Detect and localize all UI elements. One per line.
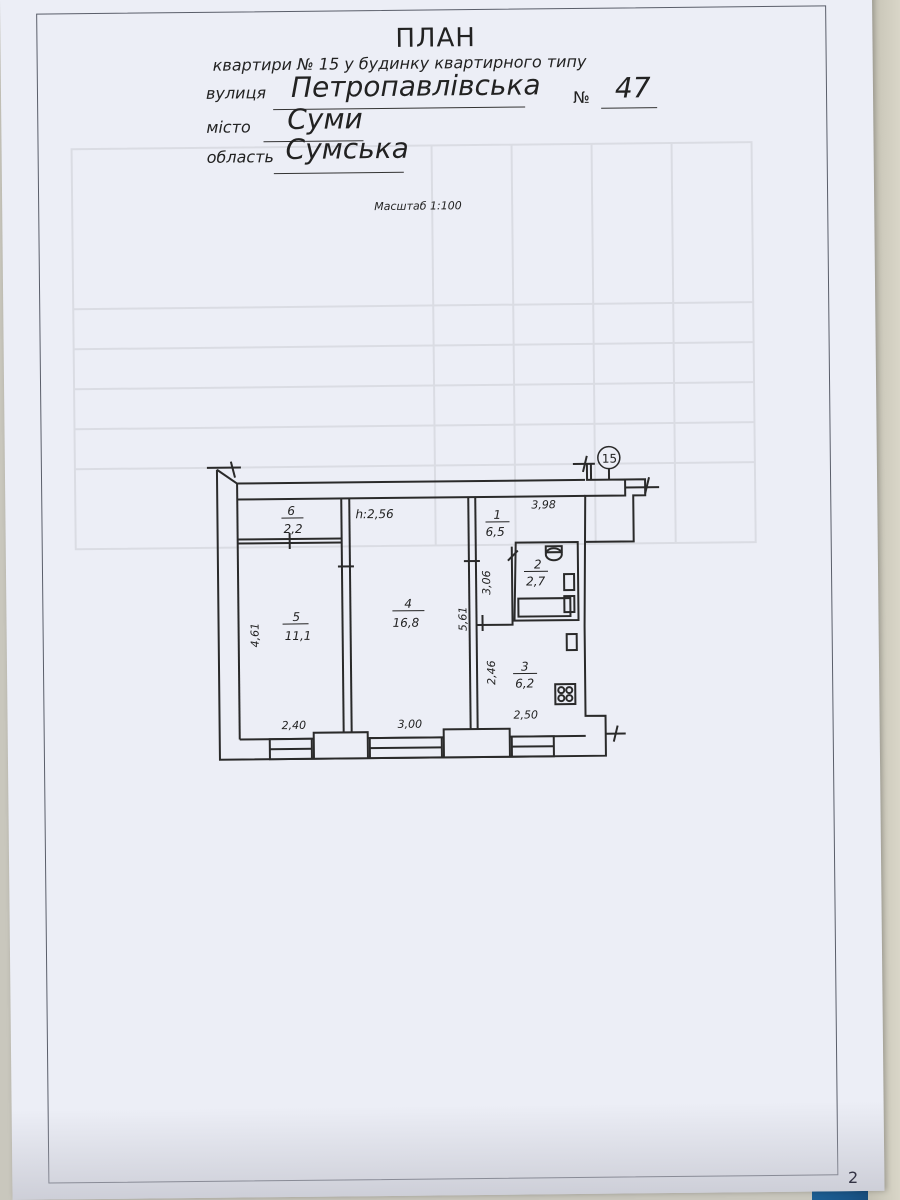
- dim-bottom-left: 2,40: [282, 719, 307, 732]
- page-number: 2: [848, 1168, 859, 1187]
- scan-shadow: [11, 1100, 885, 1200]
- dim-left-height: 4,61: [249, 623, 262, 648]
- apartment-marker: 15: [602, 452, 617, 466]
- dim-top-right: 3,98: [531, 498, 556, 511]
- room-4-number: 4: [404, 597, 412, 611]
- height-label: h:2,56: [355, 507, 394, 521]
- room-5-number: 5: [292, 610, 300, 624]
- room-4-area: 16,8: [392, 616, 419, 630]
- room-5-area: 11,1: [285, 629, 312, 643]
- dim-kitchen-height: 2,46: [485, 660, 498, 685]
- room-1-number: 1: [493, 508, 501, 522]
- dim-bottom-right: 2,50: [513, 708, 538, 721]
- room-2-area: 2,7: [526, 574, 546, 588]
- dim-middle-height: 5,61: [456, 607, 469, 632]
- room-6-number: 6: [287, 504, 295, 518]
- room-6-area: 2,2: [283, 522, 302, 536]
- room-1-area: 6,5: [486, 525, 505, 539]
- room-3-number: 3: [521, 660, 529, 674]
- room-3-area: 6,2: [515, 676, 534, 690]
- dim-bath-height: 3,06: [480, 570, 493, 595]
- dim-bottom-mid: 3,00: [398, 718, 423, 731]
- bleed-through-table: [70, 141, 757, 551]
- room-2-number: 2: [534, 557, 542, 571]
